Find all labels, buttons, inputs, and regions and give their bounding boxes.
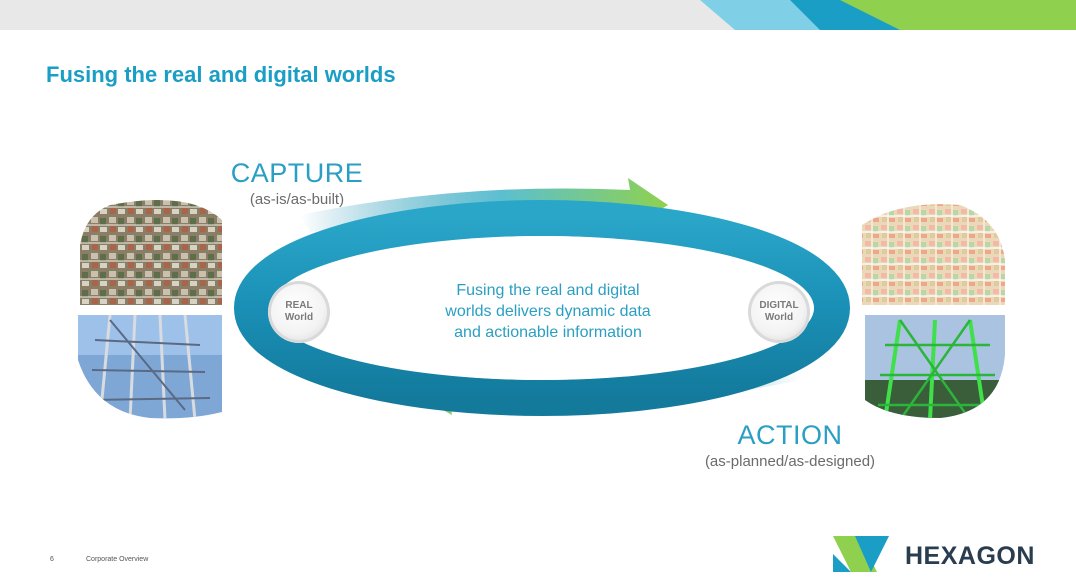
center-caption-line1: Fusing the real and digital (456, 282, 640, 299)
center-caption-line3: and actionable information (454, 324, 642, 341)
digital-badge-line2: World (764, 312, 794, 323)
real-world-badge: REAL World (268, 281, 330, 343)
digital-plant-model (865, 315, 1005, 418)
footer-label: Corporate Overview (86, 556, 149, 563)
capture-label: CAPTURE (as-is/as-built) (212, 158, 382, 208)
aerial-city-photo (80, 200, 222, 305)
industrial-plant-photo (78, 315, 222, 419)
real-badge-line1: REAL (285, 300, 313, 311)
real-badge-line2: World (284, 312, 314, 323)
digital-badge-line1: DIGITAL (759, 300, 799, 311)
top-banner (0, 0, 1076, 30)
action-label: ACTION (as-planned/as-designed) (640, 420, 940, 470)
digital-world-badge: DIGITAL World (748, 281, 810, 343)
capture-heading: CAPTURE (230, 158, 364, 188)
slide-title: Fusing the real and digital worlds (46, 62, 396, 87)
capture-subheading: (as-is/as-built) (249, 191, 345, 208)
center-caption: Fusing the real and digital worlds deliv… (383, 280, 713, 343)
logo-text: HEXAGON (905, 542, 1035, 570)
action-heading: ACTION (737, 420, 843, 450)
center-caption-line2: worlds delivers dynamic data (445, 303, 651, 320)
digital-map-image (862, 204, 1005, 305)
action-subheading: (as-planned/as-designed) (704, 453, 876, 470)
page-number: 6 (50, 556, 54, 563)
cycle-ring (234, 200, 850, 416)
hexagon-logo-icon (833, 536, 889, 572)
